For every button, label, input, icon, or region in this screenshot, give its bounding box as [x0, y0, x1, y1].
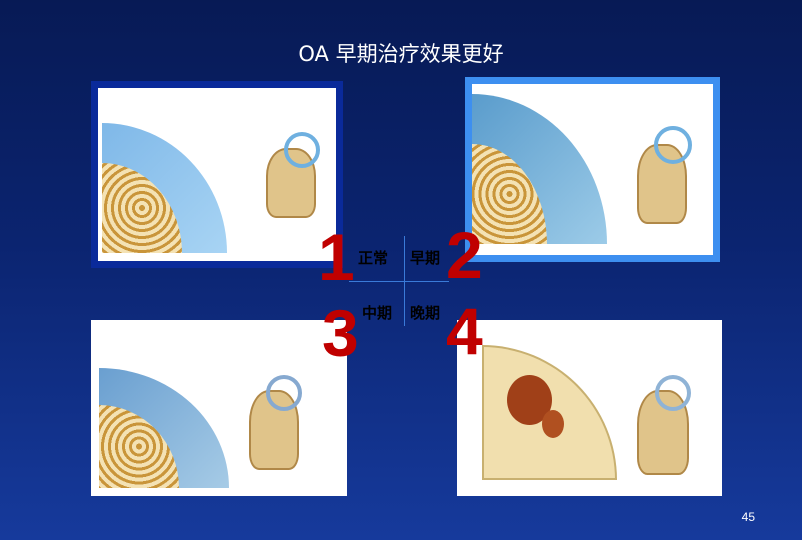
stage-label-early: 早期	[410, 249, 441, 267]
image-mid-oa	[91, 320, 347, 496]
quadrant-divider-horizontal	[349, 281, 449, 282]
image-early-oa	[465, 77, 720, 262]
stage-label-late: 晚期	[410, 304, 441, 322]
image-normal-cartilage	[91, 81, 343, 268]
stage-number-3: 3	[322, 296, 359, 370]
stage-number-4: 4	[446, 294, 483, 368]
stage-label-mid: 中期	[362, 304, 393, 322]
stage-label-normal: 正常	[358, 249, 389, 267]
slide-title: OA 早期治疗效果更好	[298, 42, 504, 66]
stage-number-2: 2	[446, 218, 483, 292]
image-late-oa	[457, 320, 722, 496]
stage-number-1: 1	[318, 220, 355, 294]
page-number: 45	[741, 510, 755, 524]
